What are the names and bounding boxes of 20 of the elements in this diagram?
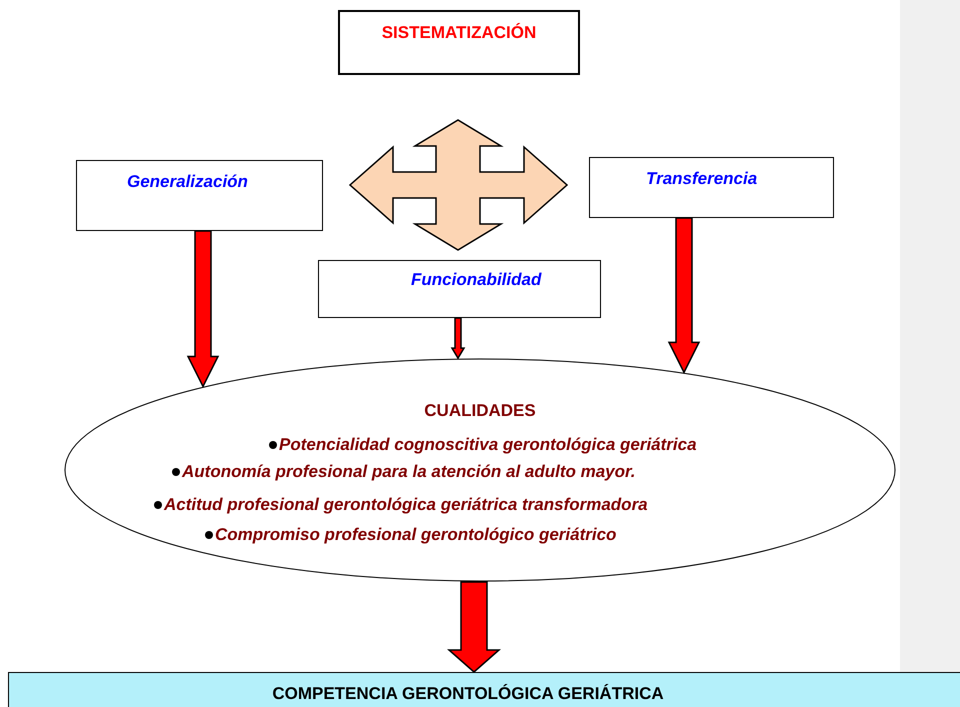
- box-label: SISTEMATIZACIÓN: [382, 23, 536, 42]
- concept-box: [318, 260, 601, 318]
- quality-item: Potencialidad cognoscitiva gerontológica geriátrica: [279, 434, 697, 456]
- box-label: Generalización: [127, 172, 248, 191]
- concept-box: [76, 160, 323, 231]
- quality-item: Compromiso profesional gerontológico geriátrico: [215, 524, 616, 546]
- block-arrow: [447, 581, 501, 673]
- result-band: [8, 672, 960, 707]
- concept-box: [338, 10, 580, 75]
- quality-item: Actitud profesional gerontológica geriátrica transformadora: [164, 494, 648, 516]
- box-label: COMPETENCIA GERONTOLÓGICA GERIÁTRICA: [272, 684, 664, 703]
- box-label: Transferencia: [646, 169, 758, 188]
- concept-box: [589, 157, 834, 218]
- block-arrow: [668, 217, 700, 374]
- box-label: Funcionabilidad: [411, 270, 542, 289]
- quality-item: Autonomía profesional para la atención al adulto mayor.: [182, 461, 636, 483]
- four-way-arrow: [348, 119, 568, 251]
- heading: CUALIDADES: [424, 400, 536, 422]
- block-arrow: [186, 230, 220, 388]
- block-arrow: [450, 317, 466, 360]
